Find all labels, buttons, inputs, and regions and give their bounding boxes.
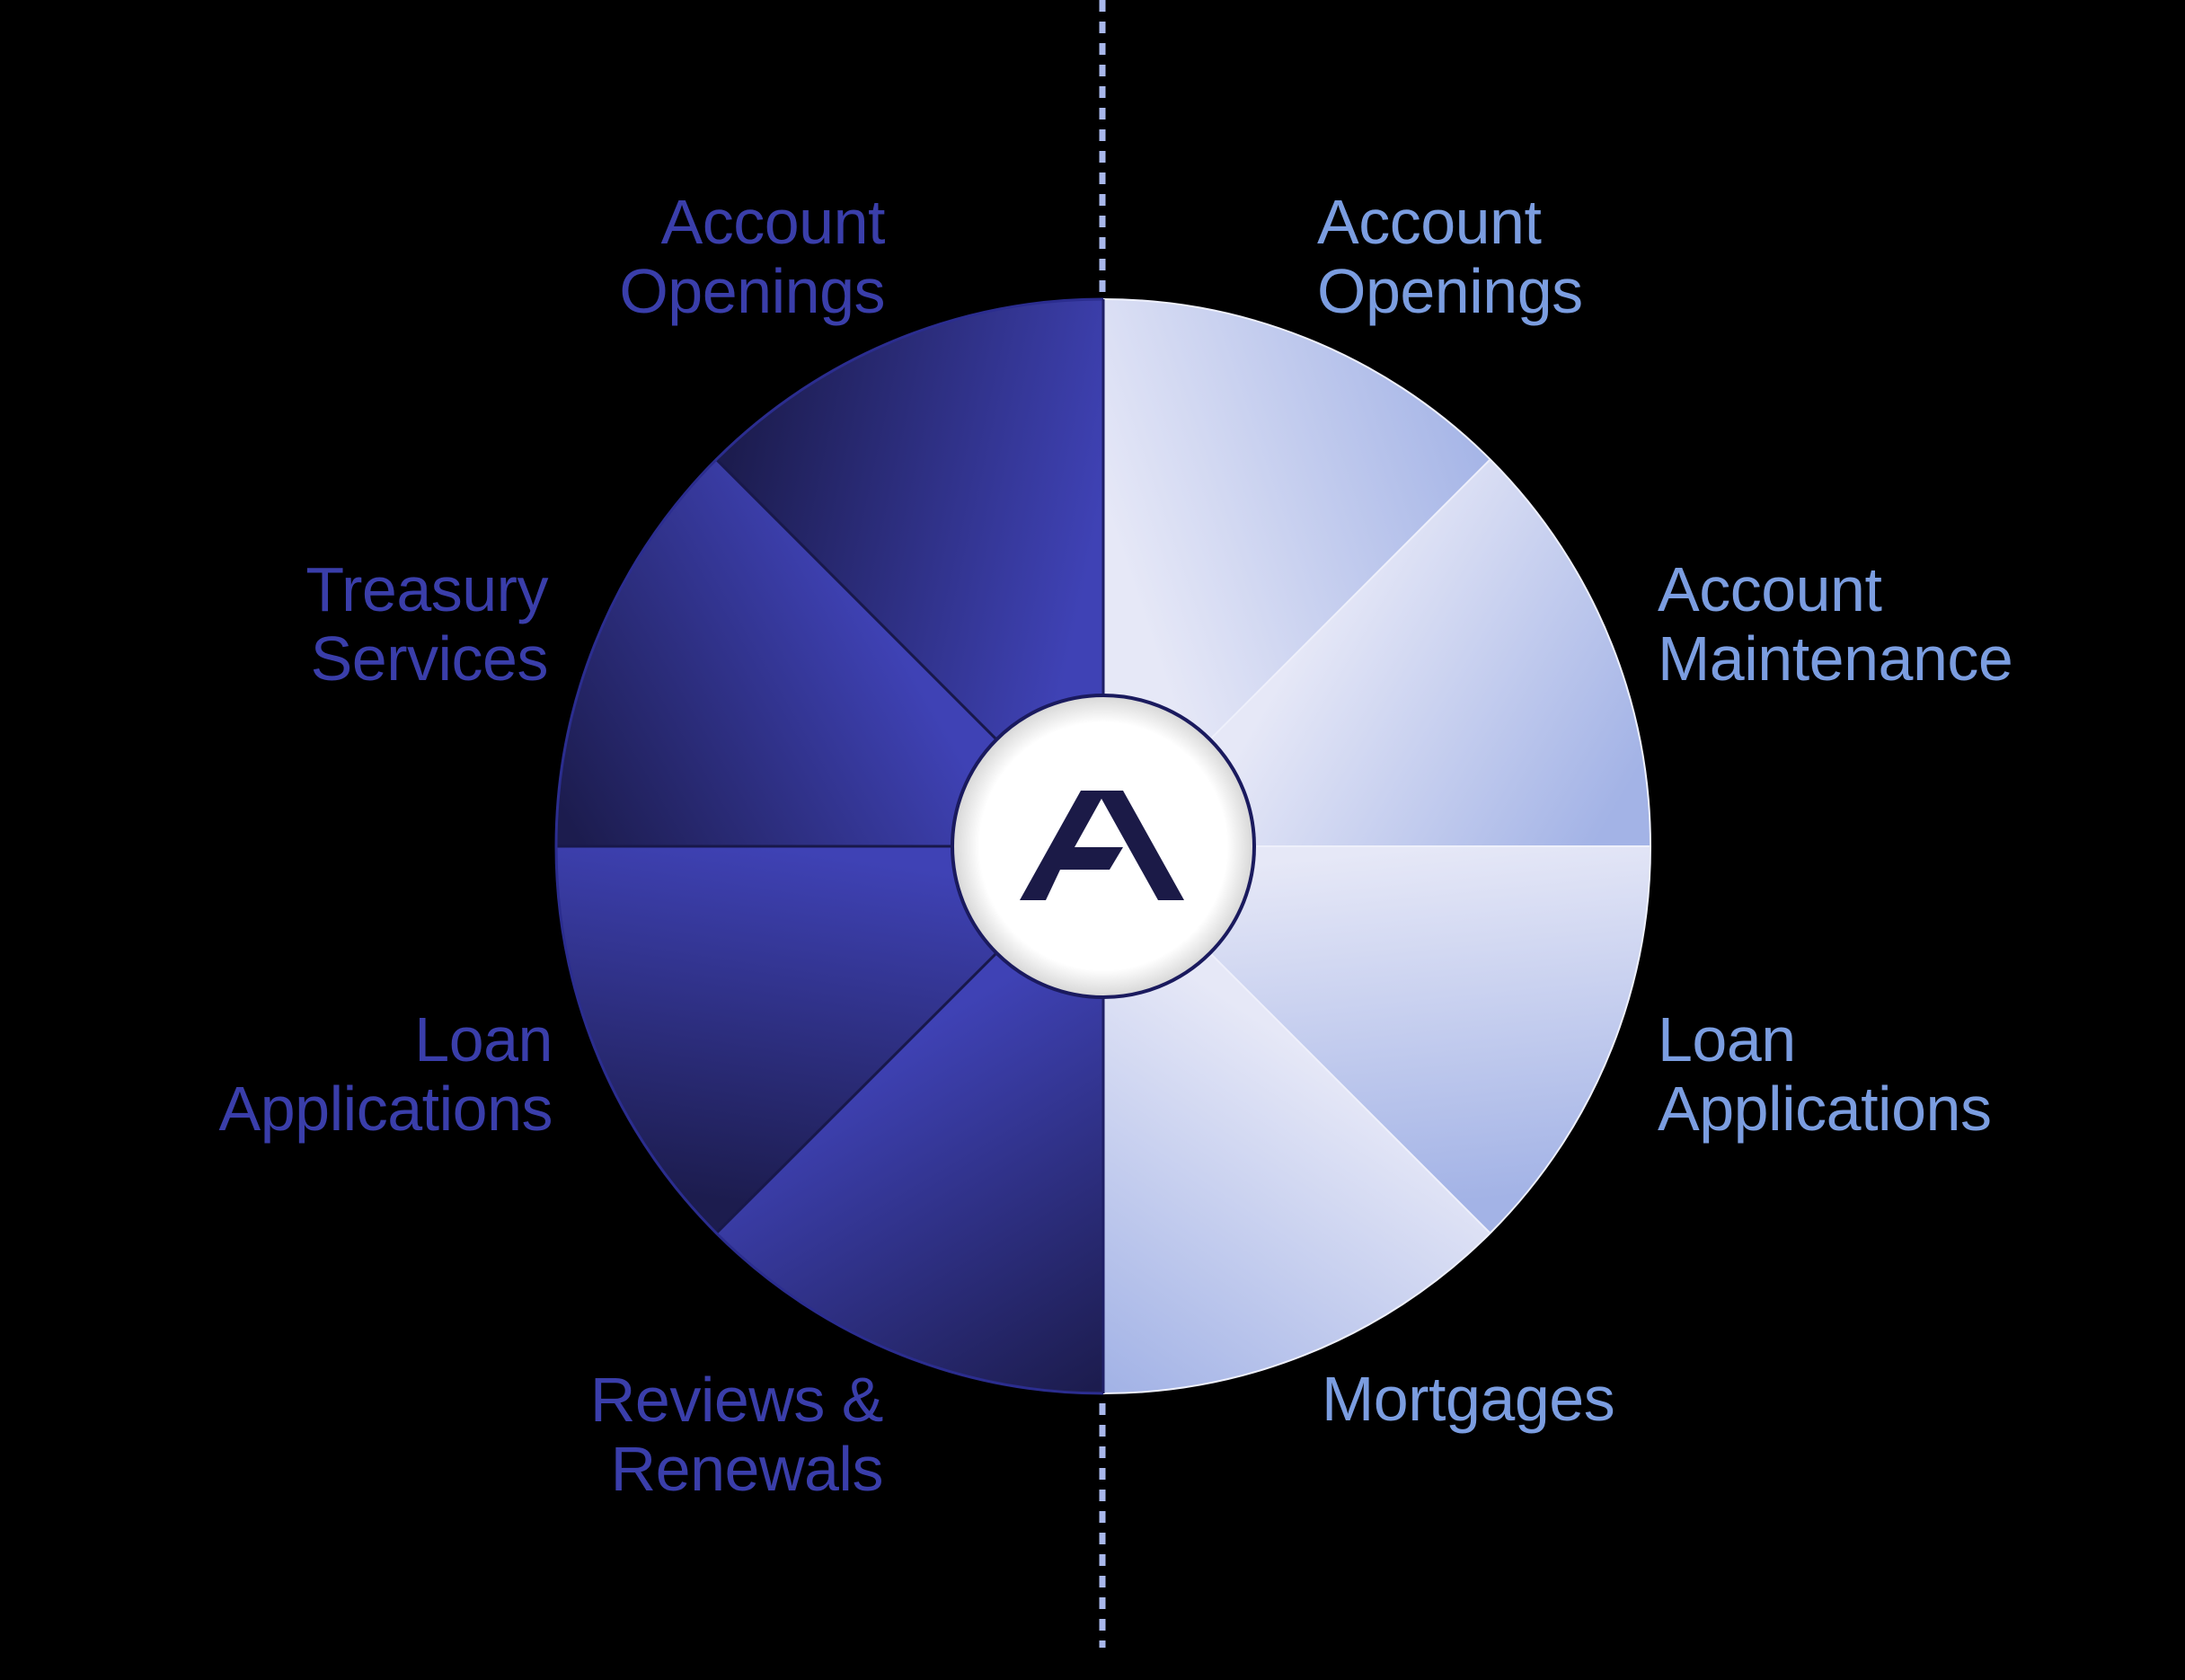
label-line: Treasury — [305, 554, 548, 624]
label-left-treasury-services: Treasury Services — [305, 555, 548, 694]
label-line: Account — [660, 187, 886, 257]
right-half-segments — [1102, 298, 1651, 1394]
label-line: Account — [1317, 187, 1542, 257]
label-line: Loan — [1658, 1004, 1796, 1074]
hub-circle — [951, 694, 1256, 999]
center-hub[interactable] — [951, 694, 1256, 999]
label-right-account-maintenance: Account Maintenance — [1658, 554, 2013, 694]
segment-left-reviews-renewals[interactable] — [716, 846, 1103, 1393]
label-right-account-openings: Account Openings — [1317, 188, 1583, 326]
label-left-reviews-renewals: Reviews & Renewals — [589, 1365, 884, 1504]
segment-right-mortgages[interactable] — [1103, 846, 1491, 1393]
brand-a-logo-icon — [1020, 791, 1184, 900]
label-line: Renewals — [610, 1434, 884, 1504]
label-line: Openings — [1317, 256, 1583, 326]
segment-right-account-maintenance[interactable] — [1103, 459, 1650, 846]
label-line: Maintenance — [1658, 623, 2013, 694]
label-line: Applications — [1658, 1074, 1992, 1144]
segment-left-loan-applications[interactable] — [556, 846, 1103, 1233]
segment-right-account-openings[interactable] — [1103, 299, 1491, 846]
segment-left-account-openings[interactable] — [716, 299, 1103, 846]
label-line: Applications — [218, 1074, 553, 1144]
left-half-segments — [554, 297, 1105, 1395]
label-line: Openings — [619, 256, 885, 326]
segment-right-loan-applications[interactable] — [1103, 846, 1650, 1233]
segment-left-treasury-services[interactable] — [556, 459, 1103, 846]
label-line: Mortgages — [1322, 1364, 1615, 1434]
label-right-loan-applications: Loan Applications — [1658, 1004, 1992, 1144]
outer-rim-left — [554, 297, 1104, 1395]
outer-rim-right — [1102, 298, 1651, 1394]
label-left-account-openings: Account Openings — [619, 188, 885, 326]
label-line: Services — [310, 623, 549, 694]
label-line: Account — [1658, 554, 1882, 624]
label-left-loan-applications: Loan Applications — [219, 1005, 553, 1144]
label-line: Loan — [414, 1004, 553, 1074]
label-line: Reviews & — [589, 1365, 884, 1435]
label-right-mortgages: Mortgages — [1322, 1364, 1615, 1434]
